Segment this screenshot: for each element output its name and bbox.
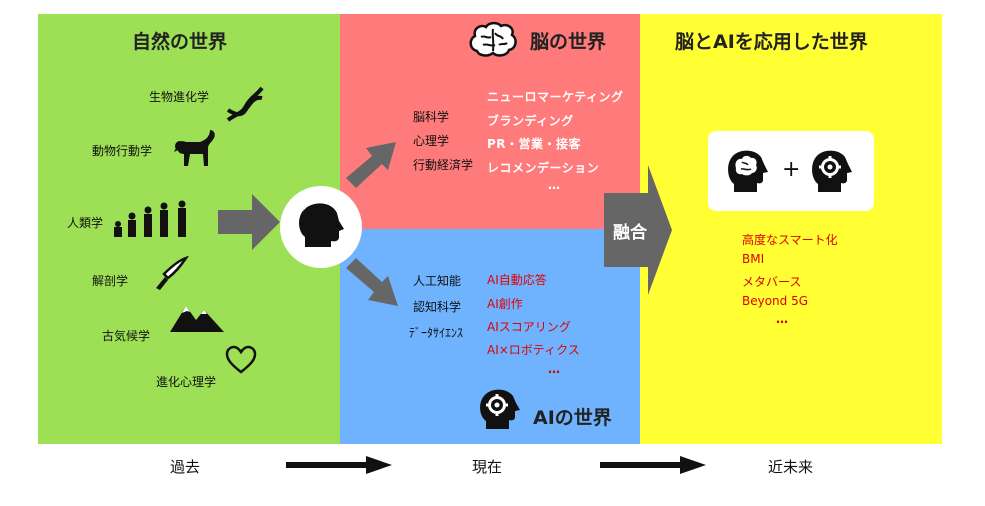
brain-application: PR・営業・接客: [487, 137, 582, 151]
human-evolution-icon: [114, 200, 186, 237]
heart-icon: [225, 345, 257, 374]
ai-field: 人工知能: [413, 274, 462, 288]
brain-field: 心理学: [413, 134, 450, 148]
brain-application: レコメンデーション: [487, 161, 600, 175]
future-item: Beyond 5G: [742, 294, 809, 308]
head-icon: [280, 186, 362, 268]
brain-title: 脳の世界: [530, 31, 607, 53]
brain-head-icon: [728, 150, 768, 192]
brain-ellipsis: …: [548, 178, 562, 192]
ai-field: ﾃﾞｰﾀｻｲｴﾝｽ: [409, 326, 464, 340]
ai-ellipsis: …: [548, 362, 562, 376]
ai-field: 認知科学: [413, 300, 462, 314]
brain-field: 脳科学: [413, 110, 450, 124]
brain-application: ニューロマーケティング: [487, 90, 624, 104]
mountain-icon: [170, 306, 224, 332]
ai-application: AI創作: [487, 297, 523, 311]
merge-label: 融合: [613, 223, 647, 243]
nature-item-label: 解剖学: [92, 274, 129, 288]
brain-icon: [469, 21, 517, 57]
nature-item-label: 人類学: [67, 216, 104, 230]
ai-title: AIの世界: [533, 407, 612, 429]
nature-title: 自然の世界: [132, 31, 228, 53]
timeline-future: 近未来: [768, 458, 814, 476]
future-item: BMI: [742, 252, 765, 266]
monkey-icon: [174, 130, 215, 166]
arrow-down-right-icon: [346, 258, 398, 306]
ai-application: AI自動応答: [487, 273, 547, 287]
timeline-past: 過去: [170, 458, 201, 476]
brain-field: 行動経済学: [413, 158, 474, 172]
nature-item-label: 生物進化学: [149, 90, 210, 104]
plus-sign: +: [782, 157, 801, 182]
knife-icon: [156, 256, 189, 290]
ai-head-gear-icon: [480, 389, 520, 429]
nature-item-label: 古気候学: [102, 329, 151, 343]
nature-item-label: 進化心理学: [156, 375, 217, 389]
arrow-right-icon: [218, 194, 280, 250]
merge-arrow-icon: [604, 165, 672, 295]
future-item: メタバース: [742, 275, 802, 289]
timeline-present: 現在: [472, 458, 503, 476]
brain-application: ブランディング: [487, 114, 574, 128]
nature-item-label: 動物行動学: [92, 144, 153, 158]
future-item: 高度なスマート化: [742, 233, 838, 247]
timeline-arrow-icon: [600, 456, 706, 474]
future-panel: [640, 14, 942, 444]
ai-application: AI×ロボティクス: [487, 343, 580, 357]
ai-head-icon: [812, 150, 852, 192]
timeline-arrow-icon: [286, 456, 392, 474]
future-ellipsis: …: [776, 312, 790, 326]
arrow-up-right-icon: [346, 142, 396, 188]
dna-icon: [226, 86, 264, 122]
ai-application: AIスコアリング: [487, 320, 571, 334]
future-title: 脳とAIを応用した世界: [675, 31, 868, 53]
